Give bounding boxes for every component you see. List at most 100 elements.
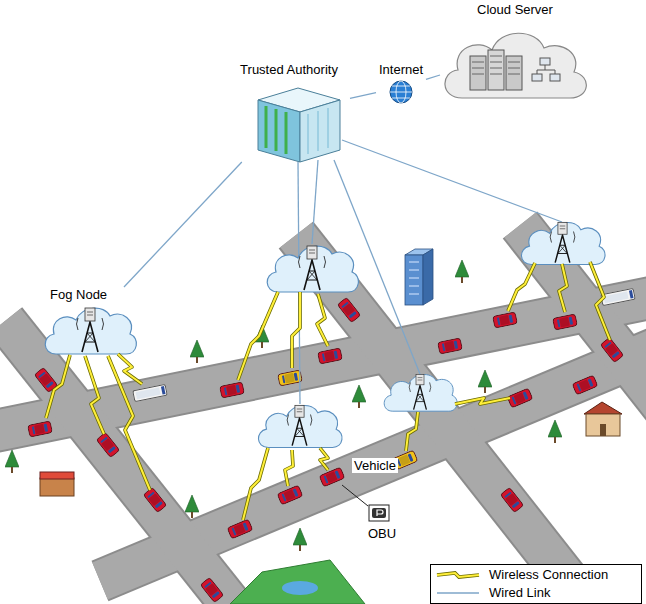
cloud-server-node: Cloud Server: [440, 2, 590, 102]
taxi-icon: [278, 370, 303, 386]
fog-nodes: [45, 222, 605, 447]
tree: [352, 385, 366, 408]
wired-link: [124, 162, 242, 287]
node-label: Cloud Server: [440, 2, 590, 18]
legend-text: Wireless Connection: [489, 567, 608, 583]
wired-link: [426, 75, 440, 79]
legend-row: Wired Link: [435, 584, 637, 602]
roads: [0, 225, 646, 604]
building-right: [300, 100, 340, 162]
fog-cloud: [258, 405, 342, 447]
legend-sample: [435, 568, 481, 582]
node-label: Trusted Authority: [228, 62, 350, 78]
network-lines: [537, 65, 555, 74]
fog-cloud: [521, 222, 605, 264]
fog-cloud: [384, 374, 457, 411]
tower-front: [405, 255, 423, 305]
legend-row: Wireless Connection: [435, 566, 637, 584]
legend-text: Wired Link: [489, 585, 550, 601]
trusted-authority-node: Trusted Authority: [228, 62, 350, 162]
bus-icon: [601, 288, 636, 305]
wireless-connections: [46, 262, 610, 520]
vehicles: [28, 288, 636, 602]
obu-symbol: [377, 510, 383, 516]
wired-link: [350, 93, 376, 99]
server-rack: [470, 56, 486, 90]
car-icon: [319, 467, 345, 487]
network-box: [540, 58, 550, 65]
cloud-server: [445, 33, 586, 98]
car-icon: [600, 337, 623, 362]
cloud-shape: [445, 33, 586, 98]
building-left: [258, 100, 300, 162]
obu-label: OBU: [366, 526, 398, 541]
legend-box: Wireless ConnectionWired Link: [430, 564, 642, 604]
car-icon: [318, 348, 343, 364]
tree: [5, 450, 19, 473]
school: [586, 414, 620, 436]
tree: [293, 528, 307, 551]
tree: [548, 420, 562, 443]
bus-icon: [133, 384, 168, 401]
car-icon: [493, 312, 518, 328]
road: [5, 321, 243, 604]
shop-awning: [40, 472, 74, 479]
obu-unit: [372, 508, 386, 518]
trees: [5, 260, 562, 551]
car-icon: [227, 519, 253, 539]
school-roof: [584, 402, 622, 414]
fog-cloud: [267, 246, 358, 292]
node-label: Fog Node: [38, 287, 142, 303]
obu: [342, 485, 389, 521]
legend-bolt-outline: [437, 573, 479, 577]
legend-bolt: [437, 573, 479, 577]
tower-windows: [409, 262, 419, 294]
car-icon: [143, 487, 166, 512]
obu-box: [369, 505, 389, 521]
car-icon: [553, 314, 578, 330]
tree: [185, 495, 199, 518]
car-icon: [220, 382, 245, 398]
car-icon: [507, 388, 533, 408]
car-icon: [438, 338, 463, 354]
car-icon: [96, 432, 119, 457]
school-door: [600, 424, 606, 436]
node-label: Internet: [376, 62, 426, 78]
car-icon: [28, 421, 53, 437]
legend-sample: [435, 586, 481, 600]
pond: [282, 581, 318, 595]
car-icon: [277, 485, 303, 505]
network-box: [550, 74, 560, 81]
fog-cloud: [45, 308, 136, 354]
park-lawn: [230, 560, 365, 604]
car-icon: [500, 487, 523, 512]
wired-link: [342, 140, 562, 222]
tree: [478, 370, 492, 393]
server-rack: [506, 56, 522, 90]
network-box: [532, 74, 542, 81]
trusted-authority-building: [258, 88, 340, 162]
park: [230, 560, 365, 604]
bolt: [46, 262, 610, 520]
car-icon: [337, 297, 360, 322]
leader-line: [342, 485, 368, 506]
tree: [190, 340, 204, 363]
internet-node: Internet: [376, 62, 426, 112]
car-icon: [572, 375, 598, 395]
internet-globe: [390, 81, 412, 103]
globe: [390, 81, 412, 103]
car-icon: [200, 577, 223, 602]
fog-node: Fog Node: [38, 287, 142, 359]
tree: [455, 260, 469, 283]
shop: [40, 478, 74, 496]
tower-side: [423, 249, 433, 305]
bolt-outline: [46, 262, 610, 520]
vehicle-label: Vehicle: [352, 458, 398, 473]
building-windows: [308, 108, 328, 154]
wired-link: [312, 160, 318, 244]
building-windows: [266, 106, 286, 154]
server-slots: [472, 56, 520, 74]
legend-wire: [437, 592, 479, 594]
globe-parallels: [390, 86, 412, 98]
